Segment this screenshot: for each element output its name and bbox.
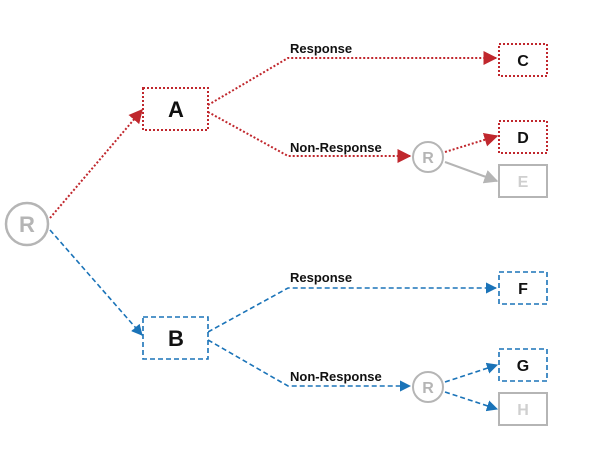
node-g: G — [498, 348, 548, 382]
node-f-label: F — [518, 281, 528, 298]
edge-r-red-to-d — [444, 133, 499, 153]
root-randomization-label: R — [19, 212, 35, 237]
randomization-node-blue: R — [412, 371, 444, 403]
edge-b-to-r-blue — [207, 339, 412, 392]
edge-a-to-r-red — [207, 111, 412, 163]
node-a: A — [142, 87, 209, 131]
node-a-label: A — [168, 97, 184, 122]
node-e: E — [498, 164, 548, 198]
edge-root-to-b — [49, 229, 143, 336]
node-d: D — [498, 120, 548, 154]
node-b-label: B — [168, 326, 184, 351]
node-e-label: E — [518, 174, 529, 191]
edge-root-to-a — [49, 108, 143, 219]
edge-r-blue-to-g — [444, 362, 499, 383]
edge-r-blue-to-h — [444, 391, 499, 412]
node-b: B — [142, 316, 209, 360]
node-h-label: H — [517, 402, 529, 419]
randomization-red-label: R — [422, 150, 434, 167]
randomization-blue-label: R — [422, 380, 434, 397]
node-h: H — [498, 392, 548, 426]
edge-b-to-f — [207, 282, 498, 333]
node-d-label: D — [517, 130, 529, 147]
root-randomization-node: R — [4, 201, 50, 247]
edge-label-b-response: Response — [290, 270, 352, 285]
node-c: C — [498, 43, 548, 77]
edge-label-a-nonresponse: Non-Response — [290, 140, 382, 155]
edge-label-b-nonresponse: Non-Response — [290, 369, 382, 384]
node-g-label: G — [517, 358, 529, 375]
node-c-label: C — [517, 53, 529, 70]
node-f: F — [498, 271, 548, 305]
edge-label-a-response: Response — [290, 41, 352, 56]
edge-a-to-c — [207, 51, 498, 106]
edge-r-red-to-e — [444, 161, 499, 184]
randomization-node-red: R — [412, 141, 444, 173]
